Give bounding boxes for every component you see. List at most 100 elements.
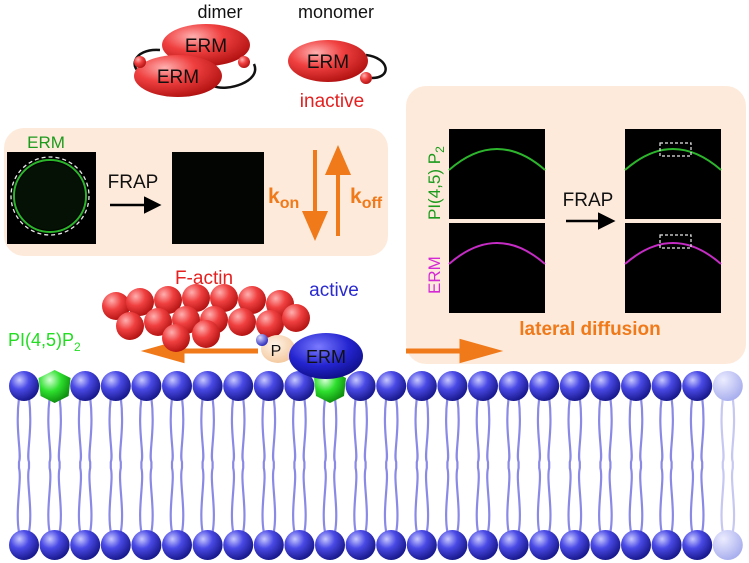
koff-label: koff [350,185,383,212]
lipid-tail [363,397,368,533]
lipid-tail [567,397,572,533]
lipid-tail [169,397,174,533]
lipid-head-lower [70,530,101,560]
lipid-head-upper [468,371,498,401]
lipid-tail [639,397,644,533]
lipid-head-upper [682,371,713,401]
actin-monomer [154,286,182,314]
lipid-head-upper [162,371,192,401]
erm-pre-image [449,223,545,313]
lipid-tail [271,397,277,533]
erm-active-label: ERM [306,347,346,367]
erm-image-label: ERM [27,133,65,152]
lipid-tail [455,397,460,533]
dimer-label: dimer [197,2,242,22]
lipid-head-lower [406,530,437,560]
pip2-post-membrane [624,148,722,171]
dimer-erm-top-label: ERM [185,36,227,57]
koff-arrow-up [324,144,352,236]
lipid-head-lower [529,530,560,560]
lipid-head-lower [682,530,713,560]
monomer-erm [288,40,368,82]
erm-cell-interior [16,162,84,230]
lipid-tail [445,397,450,533]
actin-monomer [282,304,310,332]
lipid-tail [230,397,236,533]
actin-monomer [162,324,190,352]
lipid-tail [302,397,307,533]
lipid-tail [394,397,399,533]
lipid-tail [180,397,185,533]
lipid-tail [88,397,93,533]
dimer-ball-top [238,56,250,68]
lipid-head-lower [131,530,162,560]
frap-right-label: FRAP [563,190,614,211]
lipid-head-upper [100,371,131,401]
lipid-head-lower [712,530,743,560]
lipid-head-upper [590,371,621,401]
f-actin-label: F-actin [175,268,233,289]
monomer-linker [365,53,387,80]
actin-monomer [228,308,256,336]
lipid-tail [577,397,583,533]
lipid-tail [149,397,154,533]
lipid-head-upper [70,371,101,401]
lipid-tail [261,397,266,533]
lipid-tail [598,397,603,533]
lipid-head-lower [468,530,498,560]
erm-image-label-right: ERM [425,256,444,294]
actin-monomer [192,320,220,348]
lipid-tail [608,397,613,533]
lipid-head-lower [376,530,407,560]
kon-arrow-down [301,150,329,242]
erm-cell-dashed-outline [10,156,90,236]
dimer-ball-bottom [134,56,146,68]
dimer-erm-bottom-label: ERM [157,67,199,88]
kon-label: kon [268,185,299,212]
monomer-erm-label: ERM [307,52,349,73]
post-frap-image [172,152,264,244]
lateral-diffusion-label: lateral diffusion [519,319,660,340]
lipid-head-lower [192,530,223,560]
erm-active-body [289,333,363,379]
monomer-ball [360,72,372,84]
lipid-tail [77,397,83,533]
lipid-tail [659,397,664,533]
lipid-tail [27,397,32,533]
lipid-head-lower [162,530,192,560]
lipid-head-lower [437,530,468,560]
monomer-label: monomer [298,2,374,22]
erm-post-image [625,223,721,313]
lipid-head-upper [284,371,315,401]
actin-monomer [126,288,154,316]
lipid-tail [108,397,113,533]
lipid-tail [669,397,674,533]
dimer-erm-bottom [134,55,222,97]
pip2-pre-image [449,129,545,219]
lipid-tail [720,397,725,533]
lipid-head-lower [284,530,315,560]
lipid-tail [16,397,21,533]
actin-monomer [182,284,210,312]
lipid-head-upper [498,371,529,401]
lipid-head-upper [192,371,223,401]
lipid-head-lower [651,530,682,560]
erm-post-membrane [624,242,722,265]
lipid-tail [241,397,246,533]
actin-monomer [210,284,238,312]
lipid-head-upper [621,371,651,401]
lipid-tail [506,397,511,533]
erm-bleach-roi [659,234,692,249]
lipid-tail [118,397,124,533]
pip2-image-label: PI(4,5) P2 [425,146,447,220]
lipid-tail [700,397,705,533]
pip2-pre-membrane [448,148,546,171]
lipid-tail [383,397,389,533]
lipid-head-upper [529,371,560,401]
erm-active-c-term [261,335,295,363]
lipid-tail [47,397,52,533]
lipid-head-lower [100,530,131,560]
lipid-bilayer [9,370,743,560]
lipid-tail [210,397,215,533]
lipid-tail [628,397,633,533]
